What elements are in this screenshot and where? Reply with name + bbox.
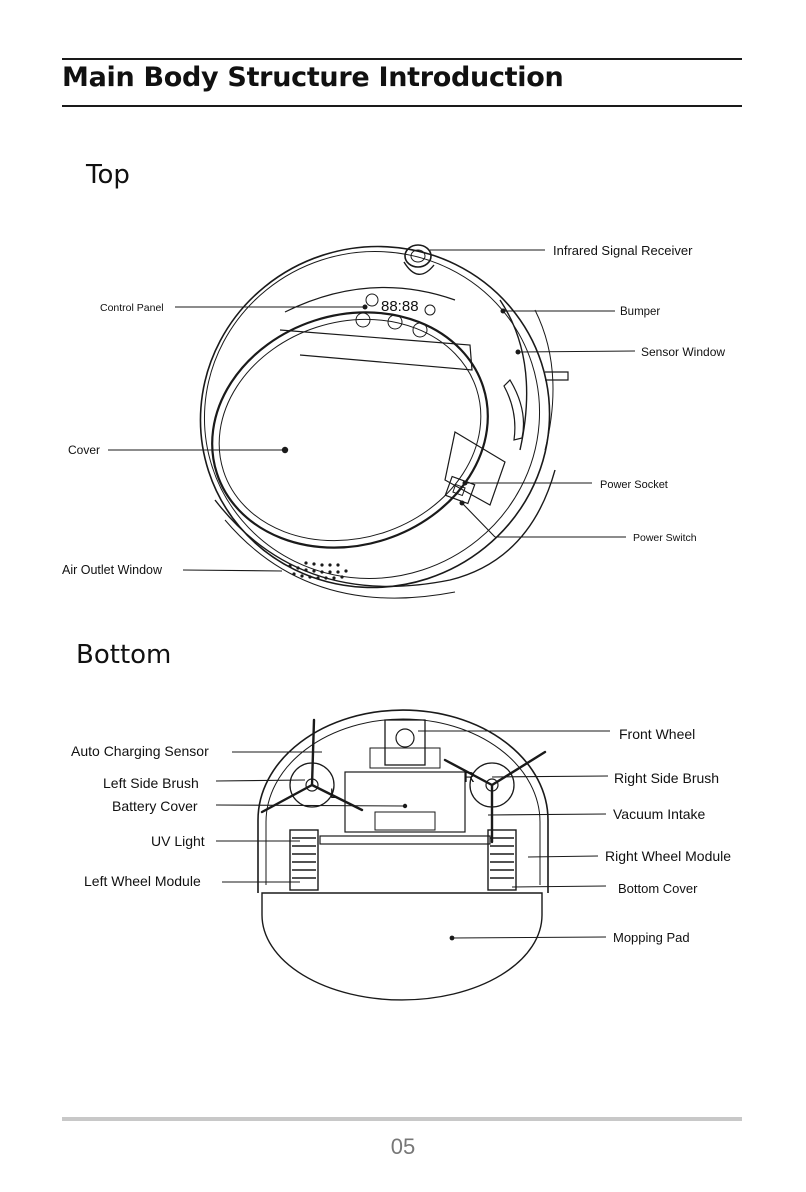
robot-underside-outline [257, 709, 549, 893]
robot-side-band [214, 469, 556, 588]
label-control-panel: Control Panel [100, 302, 164, 314]
label-vacuum-intake: Vacuum Intake [613, 806, 706, 822]
label-bumper: Bumper [620, 306, 660, 318]
label-mopping-pad: Mopping Pad [613, 930, 690, 945]
label-power-socket: Power Socket [600, 479, 668, 491]
label-left-wheel-module: Left Wheel Module [84, 873, 201, 889]
title-rule-bottom [62, 105, 742, 107]
left-wheel-shape [289, 829, 319, 891]
section-heading-top: Top [86, 160, 130, 190]
page-title: Main Body Structure Introduction [62, 62, 564, 93]
robot-body-rim [203, 251, 541, 579]
label-right-side-brush: Right Side Brush [614, 770, 719, 786]
label-left-side-brush: Left Side Brush [103, 775, 199, 791]
right-wheel-shape [487, 829, 517, 891]
air-outlet-holes [288, 561, 348, 580]
left-brush-mark: L [330, 785, 338, 801]
label-battery-cover: Battery Cover [112, 798, 198, 814]
footer-rule [62, 1117, 742, 1121]
robot-body-outer [199, 245, 551, 589]
title-rule-top [62, 58, 742, 60]
page-number: 05 [390, 1134, 416, 1159]
control-panel-display: 88:88 [381, 298, 419, 315]
label-right-wheel-module: Right Wheel Module [605, 848, 731, 864]
label-cover: Cover [68, 443, 100, 457]
label-sensor-window: Sensor Window [641, 345, 725, 359]
section-heading-bottom: Bottom [76, 640, 172, 670]
label-auto-charging-sensor: Auto Charging Sensor [71, 743, 209, 759]
label-air-outlet-window: Air Outlet Window [62, 563, 163, 577]
mopping-pad-shape [261, 892, 543, 1001]
label-uv-light: UV Light [151, 833, 205, 849]
battery-cover-shape [344, 771, 466, 833]
label-infrared-signal-receiver: Infrared Signal Receiver [553, 243, 693, 258]
label-bottom-cover: Bottom Cover [618, 881, 698, 896]
label-power-switch: Power Switch [633, 532, 697, 544]
cover-shape [211, 311, 489, 549]
right-brush-mark: R [464, 769, 475, 786]
label-front-wheel: Front Wheel [619, 726, 695, 742]
